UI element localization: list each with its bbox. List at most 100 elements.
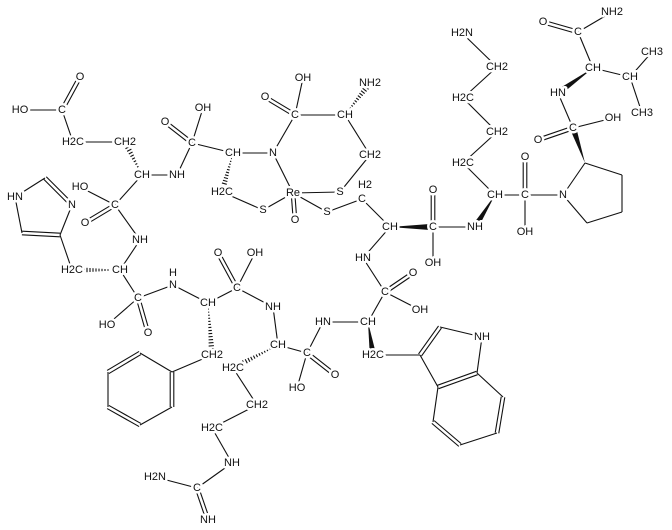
atom-label-o: O [331,369,340,381]
bond-double [215,251,240,290]
bond-single [461,32,498,68]
atom-label-h2c: H2C [61,264,83,276]
bond-wedge [390,223,433,231]
bond-single [292,191,341,194]
bond-double [437,370,478,390]
bond-single [79,186,116,206]
bond-single [462,162,496,196]
atom-label-h2c: H2C [362,349,384,361]
bond-single [272,152,294,194]
bond-double [494,396,506,434]
bond-single [361,198,391,228]
atom-label-hn: HN [7,191,23,203]
atom-label-o: O [81,217,90,229]
atom-label-nh: NH [132,234,148,246]
atom-label-o: O [409,267,418,279]
bond-double [43,176,74,207]
bond-single [119,239,141,271]
atom-label-oh: OH [195,102,212,114]
atom-label-ho: HO [12,104,29,116]
atom-label-n: N [559,189,567,201]
atom-label-o: O [291,214,300,226]
atom-label-h2: H2 [358,179,372,191]
bond-single [59,234,73,271]
bond-double [383,271,415,294]
atom-label-nh2: NH2 [601,6,623,18]
bond-double [431,420,462,447]
atom-label-oh: OH [295,72,312,84]
bond-single [362,226,391,259]
atom-label-ho: HO [72,181,89,193]
atom-label-c: C [291,109,299,121]
bond-single [232,367,258,406]
bond-single [236,252,256,289]
atom-label-o: O [76,71,85,83]
bond-single [236,287,274,308]
atom-label-c: C [111,199,119,211]
atom-label-ch2: CH2 [486,61,508,73]
atom-label-ch: CH [112,264,128,276]
bond-single [272,306,279,346]
bond-single [119,269,139,299]
bond-single [419,354,439,388]
atom-label-c: C [134,292,142,304]
atom-label-h2c: H2C [211,186,233,198]
atom-label-ch: CH [487,189,503,201]
bond-single [577,11,613,33]
bond-single [367,291,386,323]
atom-label-n: N [269,147,277,159]
bond-wedge [368,322,377,356]
atom-label-c: C [58,104,66,116]
bond-single [326,198,363,213]
bond-single [462,66,498,99]
atom-label-n: N [68,199,76,211]
atom-label-oh: OH [605,112,622,124]
bond-double [305,351,337,377]
bond-wedge [556,68,593,96]
bond-wedge [569,126,585,163]
atom-label-h: H [169,267,177,279]
bond-double [135,297,151,334]
bond-single [262,192,294,211]
bonds-layer [14,11,653,521]
bond-hash [231,345,276,372]
bond-hash [346,80,373,114]
bond-single [476,372,504,398]
bond-single [114,174,143,206]
bond-double [83,202,117,226]
atom-label-ch: CH [134,169,150,181]
bond-single [139,352,173,373]
atom-label-h2c: H2C [62,136,84,148]
bond-single [432,386,439,423]
atom-label-o: O [539,16,548,28]
atom-label-c: C [193,482,201,494]
bond-single [462,97,498,133]
atom-label-h2c: H2C [452,157,474,169]
atom-label-h2c: H2C [452,92,474,104]
atom-label-ch: CH [200,297,216,309]
bond-single [562,162,586,196]
bond-single [362,257,386,293]
atom-label-nh2: NH2 [359,77,381,89]
bond-hash [218,155,233,194]
atom-label-nh: NH [224,457,240,469]
atom-label-h2c: H2C [222,362,244,374]
bond-single [306,321,324,354]
atom-label-c: C [521,189,529,201]
bond-single [14,177,46,198]
atom-label-oh: OH [247,247,264,259]
atom-label-hn: HN [550,87,566,99]
bond-double [537,125,574,143]
atom-label-o: O [521,151,530,163]
atom-label-o: O [534,134,543,146]
atom-label-c: C [569,122,577,134]
bond-single [294,77,304,116]
atom-label-ho: HO [99,319,116,331]
bond-single [176,142,193,176]
atom-label-ch: CH [622,71,638,83]
bond-single [171,354,213,373]
bond-single [106,297,139,326]
atom-label-s: S [336,186,343,198]
